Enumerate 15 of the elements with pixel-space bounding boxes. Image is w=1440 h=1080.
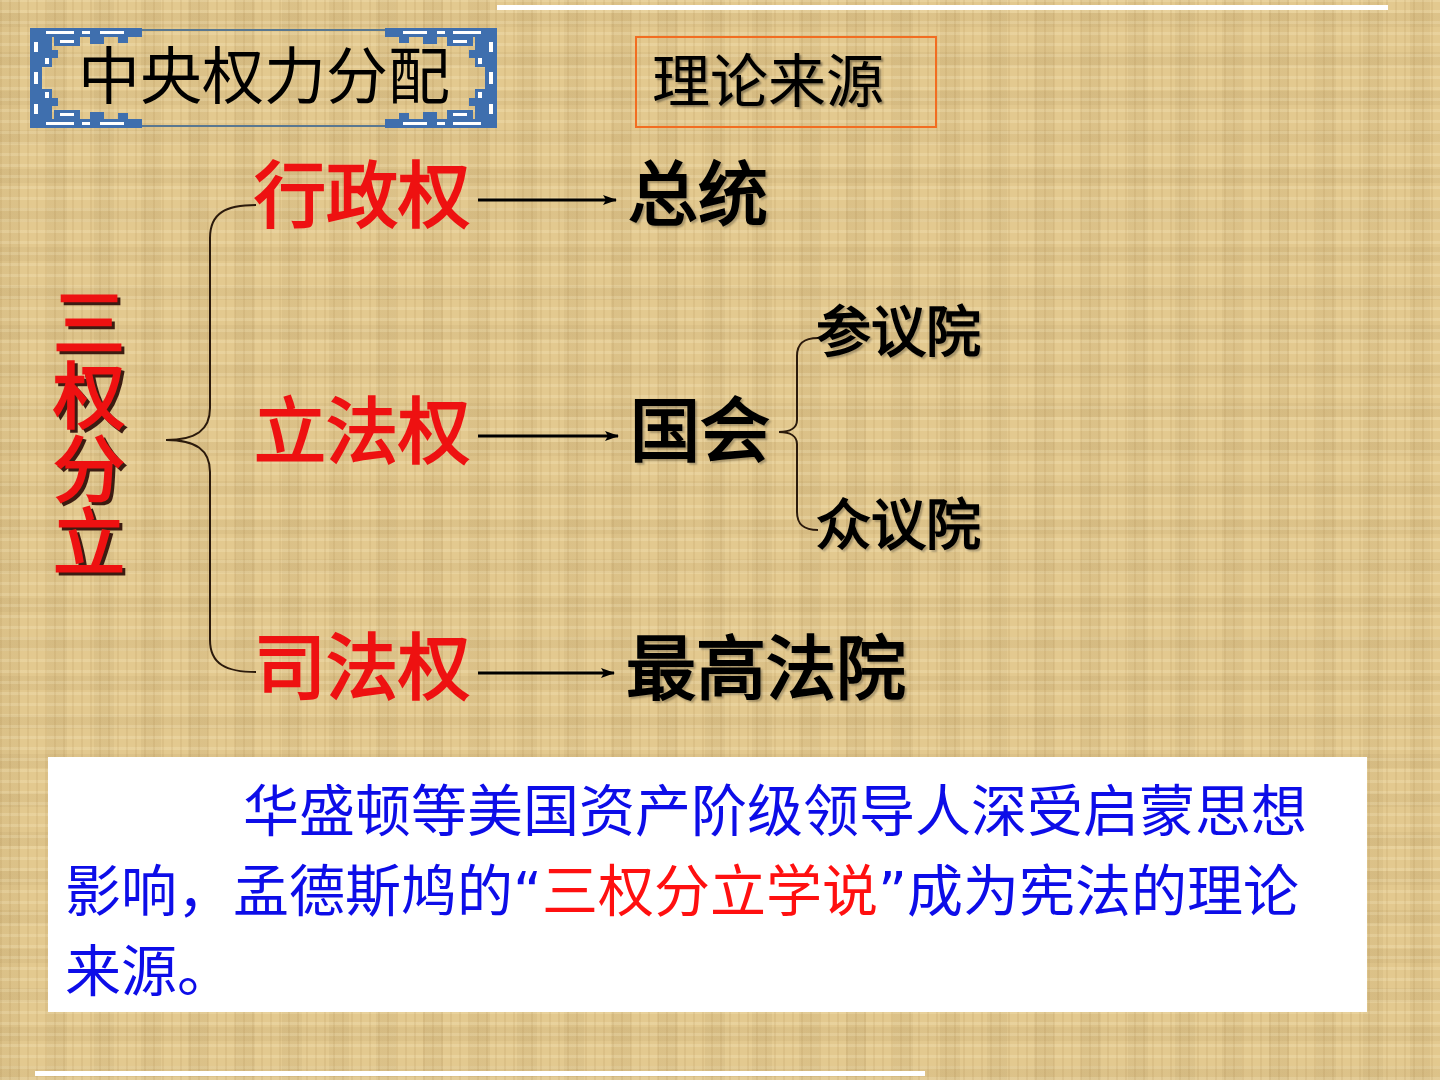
power-label: 司法权 [254,632,470,704]
power-label: 立法权 [254,396,470,468]
arrow [478,195,617,205]
note-panel [48,757,1367,1012]
power-label: 行政权 [254,160,470,232]
heading-text: 中央权力分配 [77,47,450,109]
arrow [478,668,615,678]
heading-text: 理论来源 [652,53,884,111]
chamber-label: 众议院 [816,497,985,556]
chamber-label: 参议院 [816,304,985,363]
institution-label: 国会 [630,397,774,471]
arrow [478,431,619,441]
institution-label: 总统 [628,161,772,235]
note-paragraph: 华盛顿等美国资产阶级领导人深受启蒙思想影响，孟德斯鸠的“三权分立学说”成为宪法的理论来源。 [65,778,1308,1006]
heading-box [635,36,937,128]
